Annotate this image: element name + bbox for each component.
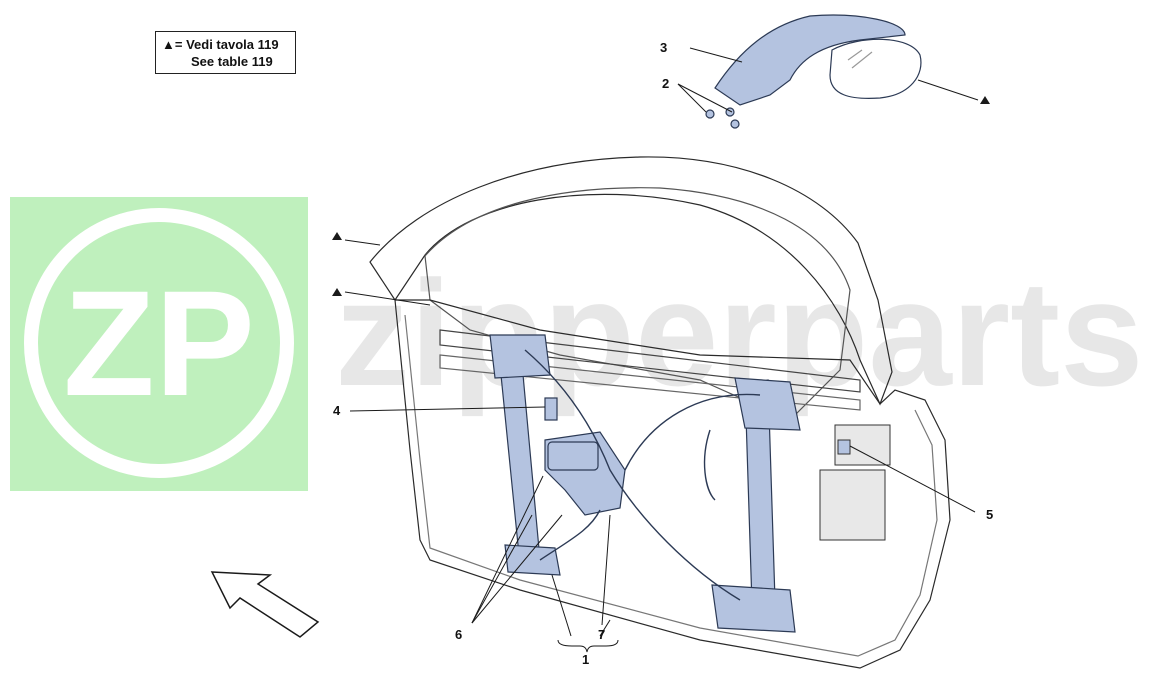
door-beam-2: [439, 354, 861, 411]
door-lock-latch: [834, 424, 891, 466]
mirror-glass: [829, 38, 922, 99]
leader-3: [689, 47, 743, 63]
door-lock-clip: [837, 439, 851, 455]
leader-7: [601, 514, 611, 626]
regulator-bracket-top-front: [489, 334, 551, 379]
watermark-green-block: [10, 197, 308, 491]
mirror-stalk: [714, 14, 906, 106]
orientation-arrow: [210, 571, 320, 638]
mirror-nut-1: [705, 109, 715, 119]
mirror-glass-glint-1: [847, 49, 863, 61]
mirror-glass-glint-2: [851, 51, 873, 69]
watermark-logo: ZP: [63, 259, 255, 427]
cable-front-upper: [524, 349, 741, 601]
note-line-italian: ▲= Vedi tavola 119: [162, 37, 279, 52]
triangle-glass-ref-icon: [332, 288, 342, 296]
triangle-mirror-ref-icon: [980, 96, 990, 104]
triangle-frame-ref-icon: [332, 232, 342, 240]
callout-3: 3: [660, 40, 668, 55]
watermark-logo-ring: [24, 208, 294, 478]
regulator-clip: [544, 397, 558, 421]
cable-harness: [703, 429, 716, 501]
reference-note-box: ▲= Vedi tavola 119 See table 119: [155, 31, 296, 74]
regulator-bracket-bottom-rear: [711, 584, 796, 633]
cable-rear-upper: [624, 393, 761, 471]
door-inner-panel: [394, 299, 951, 669]
note-line-english: See table 119: [191, 54, 273, 69]
regulator-bracket-top-rear: [734, 377, 801, 431]
callout-5: 5: [986, 507, 994, 522]
leader-4: [349, 406, 546, 412]
leader-glass-ref: [344, 291, 431, 306]
leader-5: [849, 445, 976, 513]
leader-6b: [471, 514, 533, 624]
leader-2a: [677, 83, 707, 113]
door-lock-body: [819, 469, 886, 541]
door-window-glass: [424, 187, 851, 421]
reference-triangles: [332, 96, 990, 296]
door-lock: [819, 424, 891, 541]
door-inner-lip: [404, 314, 938, 657]
leader-1-brace: [557, 639, 619, 653]
leader-6c: [471, 514, 563, 624]
regulator-cables: [524, 349, 761, 601]
leader-frame-ref: [344, 239, 381, 246]
leader-2b: [677, 83, 733, 113]
callout-6: 6: [455, 627, 463, 642]
callout-7: 7: [598, 627, 606, 642]
door-beam: [439, 329, 861, 393]
door-assembly: [369, 156, 951, 669]
leader-lines: [344, 47, 979, 653]
callout-1: 1: [582, 652, 590, 667]
leader-mirror-ref: [917, 79, 979, 101]
mirror-nut-3: [730, 119, 740, 129]
leader-1b: [599, 619, 611, 637]
mirror-assembly: [705, 14, 922, 129]
leader-1a: [551, 574, 572, 637]
cable-lower: [539, 509, 601, 561]
leader-6a: [471, 475, 544, 624]
callout-4: 4: [333, 403, 341, 418]
regulator-motor-housing: [547, 441, 599, 471]
callout-2: 2: [662, 76, 670, 91]
